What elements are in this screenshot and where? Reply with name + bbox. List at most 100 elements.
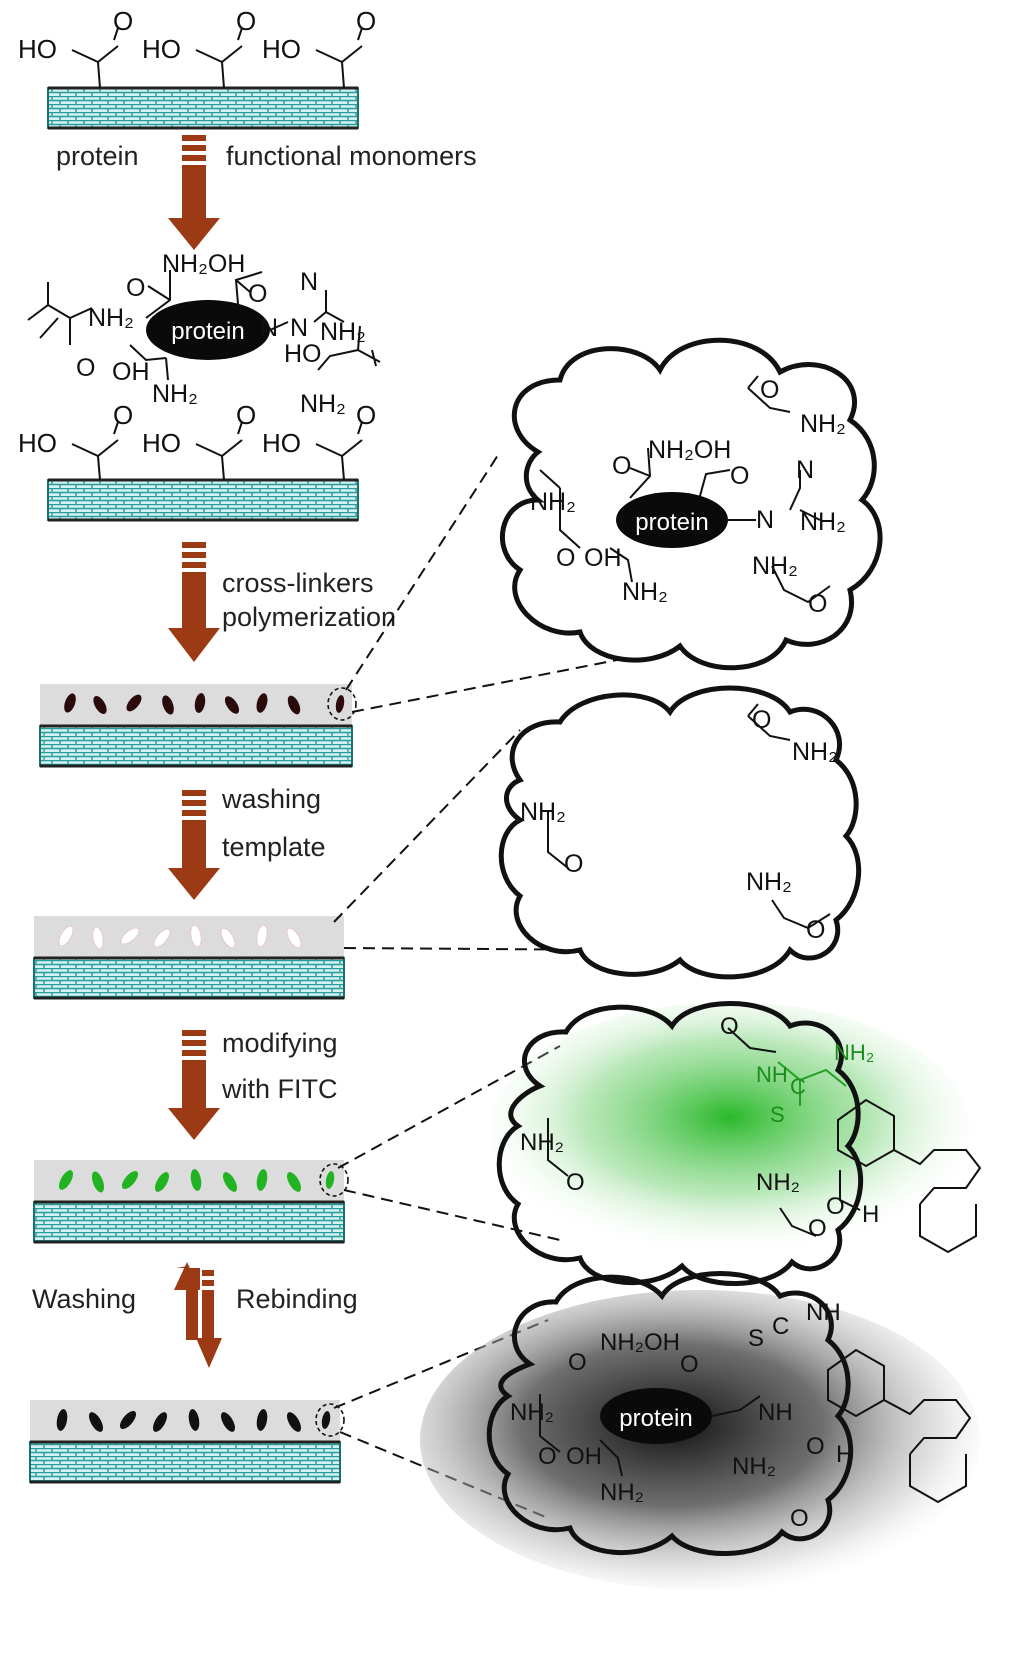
nh2-label: NH₂	[520, 798, 566, 826]
step5-right-label: Rebinding	[236, 1284, 358, 1314]
ho-label: HO	[284, 340, 322, 368]
zoom-lines-1	[345, 451, 659, 713]
nh2-label: NH₂	[510, 1399, 554, 1426]
nh2oh-label: NH₂OH	[648, 436, 731, 464]
step3-label-line1: washing	[221, 784, 321, 814]
oh-label: OH	[112, 358, 150, 386]
step4-label-line1: modifying	[222, 1028, 338, 1058]
ho-label: HO	[18, 428, 57, 458]
carboxyl-groups-1	[71, 27, 363, 89]
carboxyl-groups-2	[71, 421, 363, 481]
step5-left-label: Washing	[32, 1284, 136, 1314]
nh-label: NH	[806, 1299, 841, 1326]
o-label: O	[806, 1433, 825, 1460]
protein-monomer-complex: protein NH₂OH O O NH₂ O OH NH₂ N N N NH₂…	[27, 250, 381, 418]
o-label: O	[564, 850, 583, 878]
ho-label: HO	[262, 34, 301, 64]
nh2oh-label: NH₂OH	[600, 1329, 680, 1356]
nh2oh-label: NH₂OH	[162, 250, 245, 278]
o-label: O	[126, 274, 145, 302]
oh-label: OH	[566, 1443, 602, 1470]
protein-label: protein	[171, 318, 244, 345]
n-label: N	[756, 506, 774, 534]
nh2-label: NH₂	[800, 410, 846, 438]
substrate-1	[47, 86, 359, 130]
o-label: O	[808, 590, 827, 618]
protein-label: protein	[635, 509, 708, 536]
rebound-cavity: protein NH₂OH O O NH₂ O OH NH₂ NH₂ O NH …	[420, 1271, 980, 1590]
step2-label-line1: cross-linkers	[222, 568, 374, 598]
o-label: O	[752, 706, 771, 734]
nh2-label: NH₂	[622, 578, 668, 606]
ho-label: HO	[18, 34, 57, 64]
ho-label: HO	[262, 428, 301, 458]
o-label: O	[113, 6, 133, 36]
h-label: H	[862, 1201, 879, 1228]
n-label: N	[260, 314, 278, 342]
film-with-empty-cavities	[33, 916, 345, 1000]
protein-label: protein	[619, 1405, 692, 1432]
step3-label-line2: template	[222, 832, 326, 862]
step4-label-line2: with FITC	[221, 1074, 338, 1104]
o-label: O	[826, 1193, 845, 1220]
nh2-label: NH₂	[320, 318, 366, 346]
step1-left-label: protein	[56, 141, 139, 171]
nh2-label: NH₂	[300, 390, 346, 418]
step2-label-line2: polymerization	[222, 602, 396, 632]
nh2-label: NH₂	[600, 1479, 644, 1506]
nh-label: NH	[758, 1399, 793, 1426]
rebinding-film	[29, 1400, 345, 1484]
fitc-modified-film	[33, 1160, 349, 1244]
o-label: O	[760, 376, 779, 404]
n-label: N	[300, 268, 318, 296]
oh-label: OH	[584, 544, 622, 572]
step1-right-label: functional monomers	[226, 141, 477, 171]
cavity-with-protein: protein O NH₂ NH₂OH O O NH₂ N N NH₂ O OH…	[499, 337, 883, 671]
process-arrow-3	[168, 790, 220, 900]
s-label: S	[748, 1325, 764, 1352]
nh2-label: NH₂	[732, 1453, 776, 1480]
nh2-label: NH₂	[88, 304, 134, 332]
o-label: O	[790, 1505, 809, 1532]
c-label: C	[790, 1074, 806, 1099]
reversible-arrows	[174, 1262, 222, 1368]
o-label: O	[808, 1215, 827, 1242]
o-label: O	[568, 1349, 587, 1376]
nh2-label: NH₂	[520, 1129, 564, 1156]
nh2-label: NH₂	[834, 1040, 874, 1065]
ho-label: HO	[142, 428, 181, 458]
nh2-label: NH₂	[746, 868, 792, 896]
o-label: O	[538, 1443, 557, 1470]
nh2-label: NH₂	[530, 488, 576, 516]
nh2-label: NH₂	[756, 1169, 800, 1196]
o-label: O	[356, 6, 376, 36]
s-label: S	[770, 1102, 785, 1127]
o-label: O	[236, 400, 256, 430]
o-label: O	[730, 462, 749, 490]
o-label: O	[612, 452, 631, 480]
o-label: O	[113, 400, 133, 430]
n-label: N	[796, 456, 814, 484]
process-arrow-4	[168, 1030, 220, 1140]
empty-cavity: O NH₂ NH₂ O NH₂ O	[498, 685, 862, 980]
o-label: O	[76, 354, 95, 382]
process-arrow-1	[168, 135, 220, 250]
ho-label: HO	[142, 34, 181, 64]
nh-label: NH	[756, 1062, 788, 1087]
process-arrow-2	[168, 542, 220, 662]
nh2-label: NH₂	[792, 738, 838, 766]
carboxyl-labels-1: HO O HO O HO O	[18, 6, 376, 64]
nh2-label: NH₂	[800, 508, 846, 536]
o-label: O	[680, 1351, 699, 1378]
nh2-label: NH₂	[152, 380, 198, 408]
nh2-label: NH₂	[752, 552, 798, 580]
o-label: O	[720, 1013, 739, 1040]
o-label: O	[556, 544, 575, 572]
h-label: H	[836, 1441, 853, 1468]
n-label: N	[290, 314, 308, 342]
carboxyl-labels-2: HO O HO O HO O	[18, 400, 376, 458]
fitc-labeled-cavity: O NH₂ O NH₂ O O H NH C S NH₂	[490, 1001, 982, 1286]
c-label: C	[772, 1313, 789, 1340]
